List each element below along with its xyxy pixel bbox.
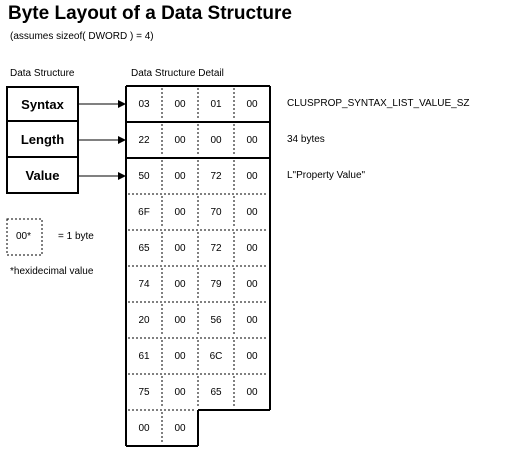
byte-cell: 75 [138, 386, 150, 398]
byte-cell: 00 [246, 278, 258, 290]
byte-cell: 22 [138, 134, 150, 146]
byte-cell: 00 [174, 422, 186, 434]
byte-cell: 61 [138, 350, 150, 362]
byte-cell: 00 [174, 314, 186, 326]
byte-cell: 00 [246, 314, 258, 326]
byte-cell: 72 [210, 242, 222, 254]
byte-cell: 50 [138, 170, 150, 182]
byte-cell: 00 [174, 98, 186, 110]
byte-cell: 00 [174, 242, 186, 254]
byte-cell: 00 [246, 170, 258, 182]
data-structure-detail-header: Data Structure Detail [131, 68, 224, 79]
field-box-value: Value [6, 156, 79, 194]
byte-cell: 74 [138, 278, 150, 290]
byte-cell: 00 [246, 386, 258, 398]
value-description: L"Property Value" [287, 170, 366, 181]
diagram-title: Byte Layout of a Data Structure [8, 3, 292, 24]
byte-cell: 00 [210, 134, 222, 146]
length-description: 34 bytes [287, 134, 325, 145]
byte-cell: 20 [138, 314, 150, 326]
legend-equals-text: = 1 byte [58, 231, 94, 242]
byte-cell: 65 [138, 242, 150, 254]
field-label-syntax: Syntax [21, 96, 64, 112]
byte-cell: 00 [174, 134, 186, 146]
legend-sample-value: 00* [16, 231, 32, 242]
byte-cell: 72 [210, 170, 222, 182]
byte-cell: 6F [138, 206, 150, 218]
byte-cell: 56 [210, 314, 222, 326]
byte-cell: 00 [246, 350, 258, 362]
byte-cell: 6C [209, 350, 223, 362]
byte-cell: 00 [174, 386, 186, 398]
syntax-description: CLUSPROP_SYNTAX_LIST_VALUE_SZ [287, 98, 470, 109]
byte-cell: 00 [138, 422, 150, 434]
byte-cell: 00 [246, 206, 258, 218]
diagram-subtitle: (assumes sizeof( DWORD ) = 4) [10, 31, 154, 42]
byte-cell: 00 [246, 134, 258, 146]
legend-note: *hexidecimal value [10, 266, 94, 277]
byte-cell: 00 [174, 206, 186, 218]
byte-cell: 03 [138, 98, 150, 110]
legend-sample-box [6, 218, 43, 256]
byte-cell: 00 [174, 170, 186, 182]
data-structure-header: Data Structure [10, 68, 75, 79]
byte-cell: 70 [210, 206, 222, 218]
byte-cell: 00 [246, 242, 258, 254]
byte-cell: 65 [210, 386, 222, 398]
byte-cell: 00 [174, 350, 186, 362]
byte-grid-lines [125, 85, 271, 447]
byte-cell: 79 [210, 278, 222, 290]
byte-cell: 00 [174, 278, 186, 290]
byte-cell: 01 [210, 98, 222, 110]
byte-cell: 00 [246, 98, 258, 110]
field-label-value: Value [25, 167, 60, 183]
field-label-length: Length [20, 131, 65, 147]
